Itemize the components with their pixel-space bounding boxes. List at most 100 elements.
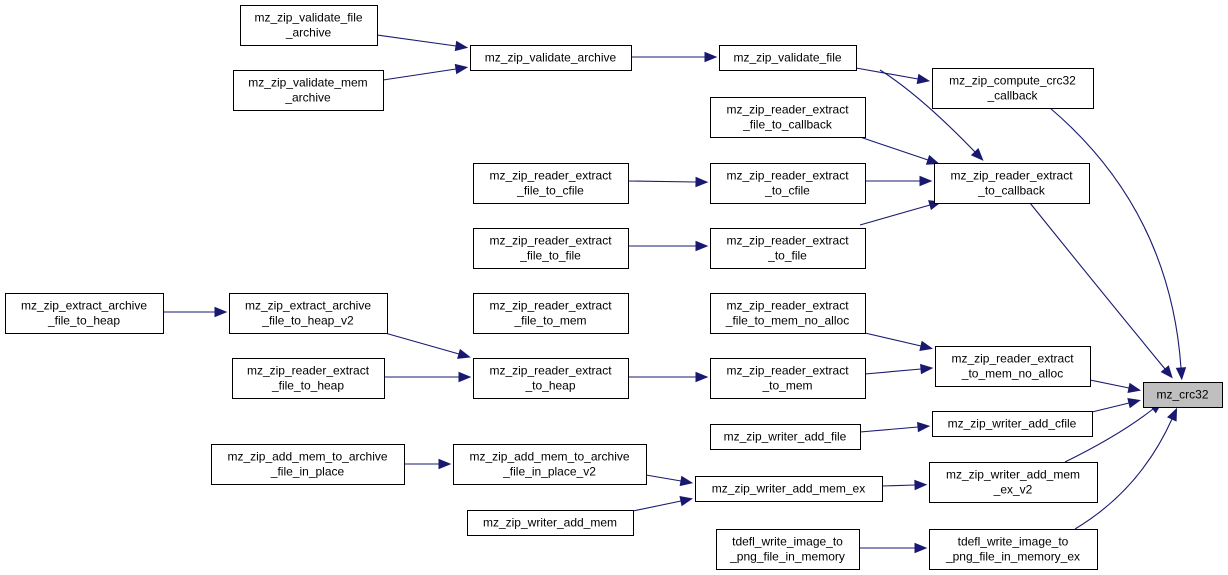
node-box: [719, 45, 857, 71]
edge-rx-to-file-to-rx-to-callback: [859, 200, 942, 226]
node-box: [5, 293, 164, 334]
node-extract-archive-heap[interactable]: mz_zip_extract_archive_file_to_heap: [5, 293, 164, 334]
node-label: mz_zip_extract_archive: [245, 299, 371, 313]
node-label: _to_file: [767, 249, 807, 263]
edge-extract-archive-heap-to-extract-archive-heap-v2: [163, 306, 228, 318]
arrowhead-icon: [458, 371, 472, 383]
node-rx-file-to-mem-no-alloc[interactable]: mz_zip_reader_extract_file_to_mem_no_all…: [710, 293, 866, 334]
node-box: [211, 444, 405, 485]
node-label: mz_zip_reader_extract: [489, 169, 612, 183]
arrowhead-icon: [679, 475, 694, 487]
arrowhead-icon: [914, 479, 928, 491]
node-label: _to_callback: [977, 184, 1046, 198]
node-rx-file-to-mem[interactable]: mz_zip_reader_extract_file_to_mem: [473, 293, 629, 334]
edge-rx-to-callback-to-mz-crc32: [1029, 202, 1173, 379]
arrowhead-icon: [919, 340, 934, 351]
edge-rx-file-to-mem-no-alloc-to-rx-to-mem-no-alloc: [864, 332, 934, 351]
node-box: [932, 68, 1094, 109]
node-label: _file_to_cfile: [516, 184, 584, 198]
node-wr-add-mem-ex-v2[interactable]: mz_zip_writer_add_mem_ex_v2: [929, 462, 1098, 503]
node-label: _callback: [986, 89, 1038, 103]
node-label: tdefl_write_image_to: [732, 535, 843, 549]
node-mz-crc32[interactable]: mz_crc32: [1143, 382, 1223, 408]
node-box: [1143, 382, 1223, 408]
edge-rx-to-cfile-to-rx-to-callback: [865, 175, 933, 187]
node-label: mz_zip_reader_extract: [951, 352, 1074, 366]
node-validate-file[interactable]: mz_zip_validate_file: [719, 45, 857, 71]
node-rx-to-mem-no-alloc[interactable]: mz_zip_reader_extract_to_mem_no_alloc: [935, 346, 1091, 387]
node-wr-add-cfile[interactable]: mz_zip_writer_add_cfile: [932, 411, 1093, 437]
node-label: mz_zip_add_mem_to_archive: [227, 450, 387, 464]
node-label: mz_zip_reader_extract: [726, 364, 849, 378]
node-label: mz_zip_writer_add_cfile: [948, 417, 1077, 431]
node-label: _png_file_in_memory_ex: [945, 550, 1080, 564]
edge-wr-add-file-to-wr-add-cfile: [859, 421, 931, 433]
edge-validate-file-archive-to-validate-archive: [376, 34, 469, 52]
arrowhead-icon: [1127, 398, 1141, 409]
edge-tdefl-png-ex-to-mz-crc32: [1074, 407, 1178, 530]
node-label: _file_to_callback: [742, 118, 833, 132]
node-label: _to_mem_no_alloc: [961, 367, 1063, 381]
node-rx-file-to-callback[interactable]: mz_zip_reader_extract_file_to_callback: [710, 97, 866, 138]
node-extract-archive-heap-v2[interactable]: mz_zip_extract_archive_file_to_heap_v2: [229, 293, 388, 334]
node-label: mz_zip_reader_extract: [726, 234, 849, 248]
edge-wr-add-mem-to-wr-add-mem-ex: [632, 495, 694, 512]
node-label: mz_zip_reader_extract: [726, 103, 849, 117]
node-wr-add-mem-ex[interactable]: mz_zip_writer_add_mem_ex: [695, 476, 883, 502]
node-box: [935, 346, 1091, 387]
node-box: [695, 476, 883, 502]
node-compute-crc32-cb[interactable]: mz_zip_compute_crc32_callback: [932, 68, 1094, 109]
node-rx-to-file[interactable]: mz_zip_reader_extract_to_file: [710, 228, 866, 269]
edge-rx-to-mem-to-rx-to-mem-no-alloc: [864, 363, 934, 375]
edge-validate-archive-to-validate-file: [631, 51, 718, 63]
node-label: mz_zip_reader_extract: [489, 364, 612, 378]
arrowhead-icon: [925, 154, 940, 165]
node-rx-to-mem[interactable]: mz_zip_reader_extract_to_mem: [710, 358, 866, 399]
node-rx-file-to-heap[interactable]: mz_zip_reader_extract_file_to_heap: [232, 358, 385, 399]
node-rx-file-to-cfile[interactable]: mz_zip_reader_extract_file_to_cfile: [473, 163, 629, 204]
node-label: tdefl_write_image_to: [958, 535, 1069, 549]
node-label: _file_to_heap_v2: [261, 314, 354, 328]
edge-add-mem-to-archive-to-add-mem-to-archive-v2: [404, 458, 452, 470]
node-rx-to-heap[interactable]: mz_zip_reader_extract_to_heap: [473, 358, 629, 399]
arrowhead-icon: [1175, 367, 1187, 381]
node-box: [240, 5, 378, 46]
node-box: [453, 444, 647, 485]
edge-rx-file-to-callback-to-rx-to-callback: [859, 136, 940, 165]
arrowhead-icon: [695, 176, 709, 188]
node-label: mz_zip_reader_extract: [489, 299, 612, 313]
node-box: [473, 163, 629, 204]
edge-compute-crc32-cb-to-mz-crc32: [1049, 107, 1187, 381]
arrowhead-icon: [914, 542, 928, 554]
node-label: _file_to_heap: [271, 379, 344, 393]
node-tdefl-png-ex[interactable]: tdefl_write_image_to_png_file_in_memory_…: [929, 529, 1098, 570]
edge-rx-file-to-cfile-to-rx-to-cfile: [627, 176, 709, 188]
node-label: _to_mem: [761, 379, 812, 393]
node-validate-archive[interactable]: mz_zip_validate_archive: [470, 45, 632, 71]
arrowhead-icon: [454, 63, 469, 75]
node-box: [229, 293, 388, 334]
node-label: mz_zip_reader_extract: [247, 364, 370, 378]
node-add-mem-to-archive-v2[interactable]: mz_zip_add_mem_to_archive_file_in_place_…: [453, 444, 647, 485]
node-box: [710, 97, 866, 138]
node-box: [929, 462, 1098, 503]
node-wr-add-file[interactable]: mz_zip_writer_add_file: [710, 424, 861, 450]
arrowhead-icon: [919, 175, 933, 187]
node-label: mz_zip_validate_archive: [485, 51, 617, 65]
node-label: mz_zip_validate_file: [733, 51, 841, 65]
arrowhead-icon: [916, 73, 931, 85]
node-box: [710, 293, 866, 334]
node-tdefl-png[interactable]: tdefl_write_image_to_png_file_in_memory: [716, 529, 860, 570]
node-add-mem-to-archive[interactable]: mz_zip_add_mem_to_archive_file_in_place: [211, 444, 405, 485]
node-wr-add-mem[interactable]: mz_zip_writer_add_mem: [467, 510, 634, 536]
node-rx-file-to-file[interactable]: mz_zip_reader_extract_file_to_file: [473, 228, 629, 269]
node-label: mz_zip_validate_mem: [248, 76, 367, 90]
arrowhead-icon: [438, 458, 452, 470]
node-box: [470, 45, 632, 71]
node-validate-file-archive[interactable]: mz_zip_validate_file_archive: [240, 5, 378, 46]
node-rx-to-cfile[interactable]: mz_zip_reader_extract_to_cfile: [710, 163, 866, 204]
node-validate-mem-archive[interactable]: mz_zip_validate_mem_archive: [233, 70, 384, 111]
node-rx-to-callback[interactable]: mz_zip_reader_extract_to_callback: [934, 163, 1090, 204]
node-box: [932, 411, 1093, 437]
